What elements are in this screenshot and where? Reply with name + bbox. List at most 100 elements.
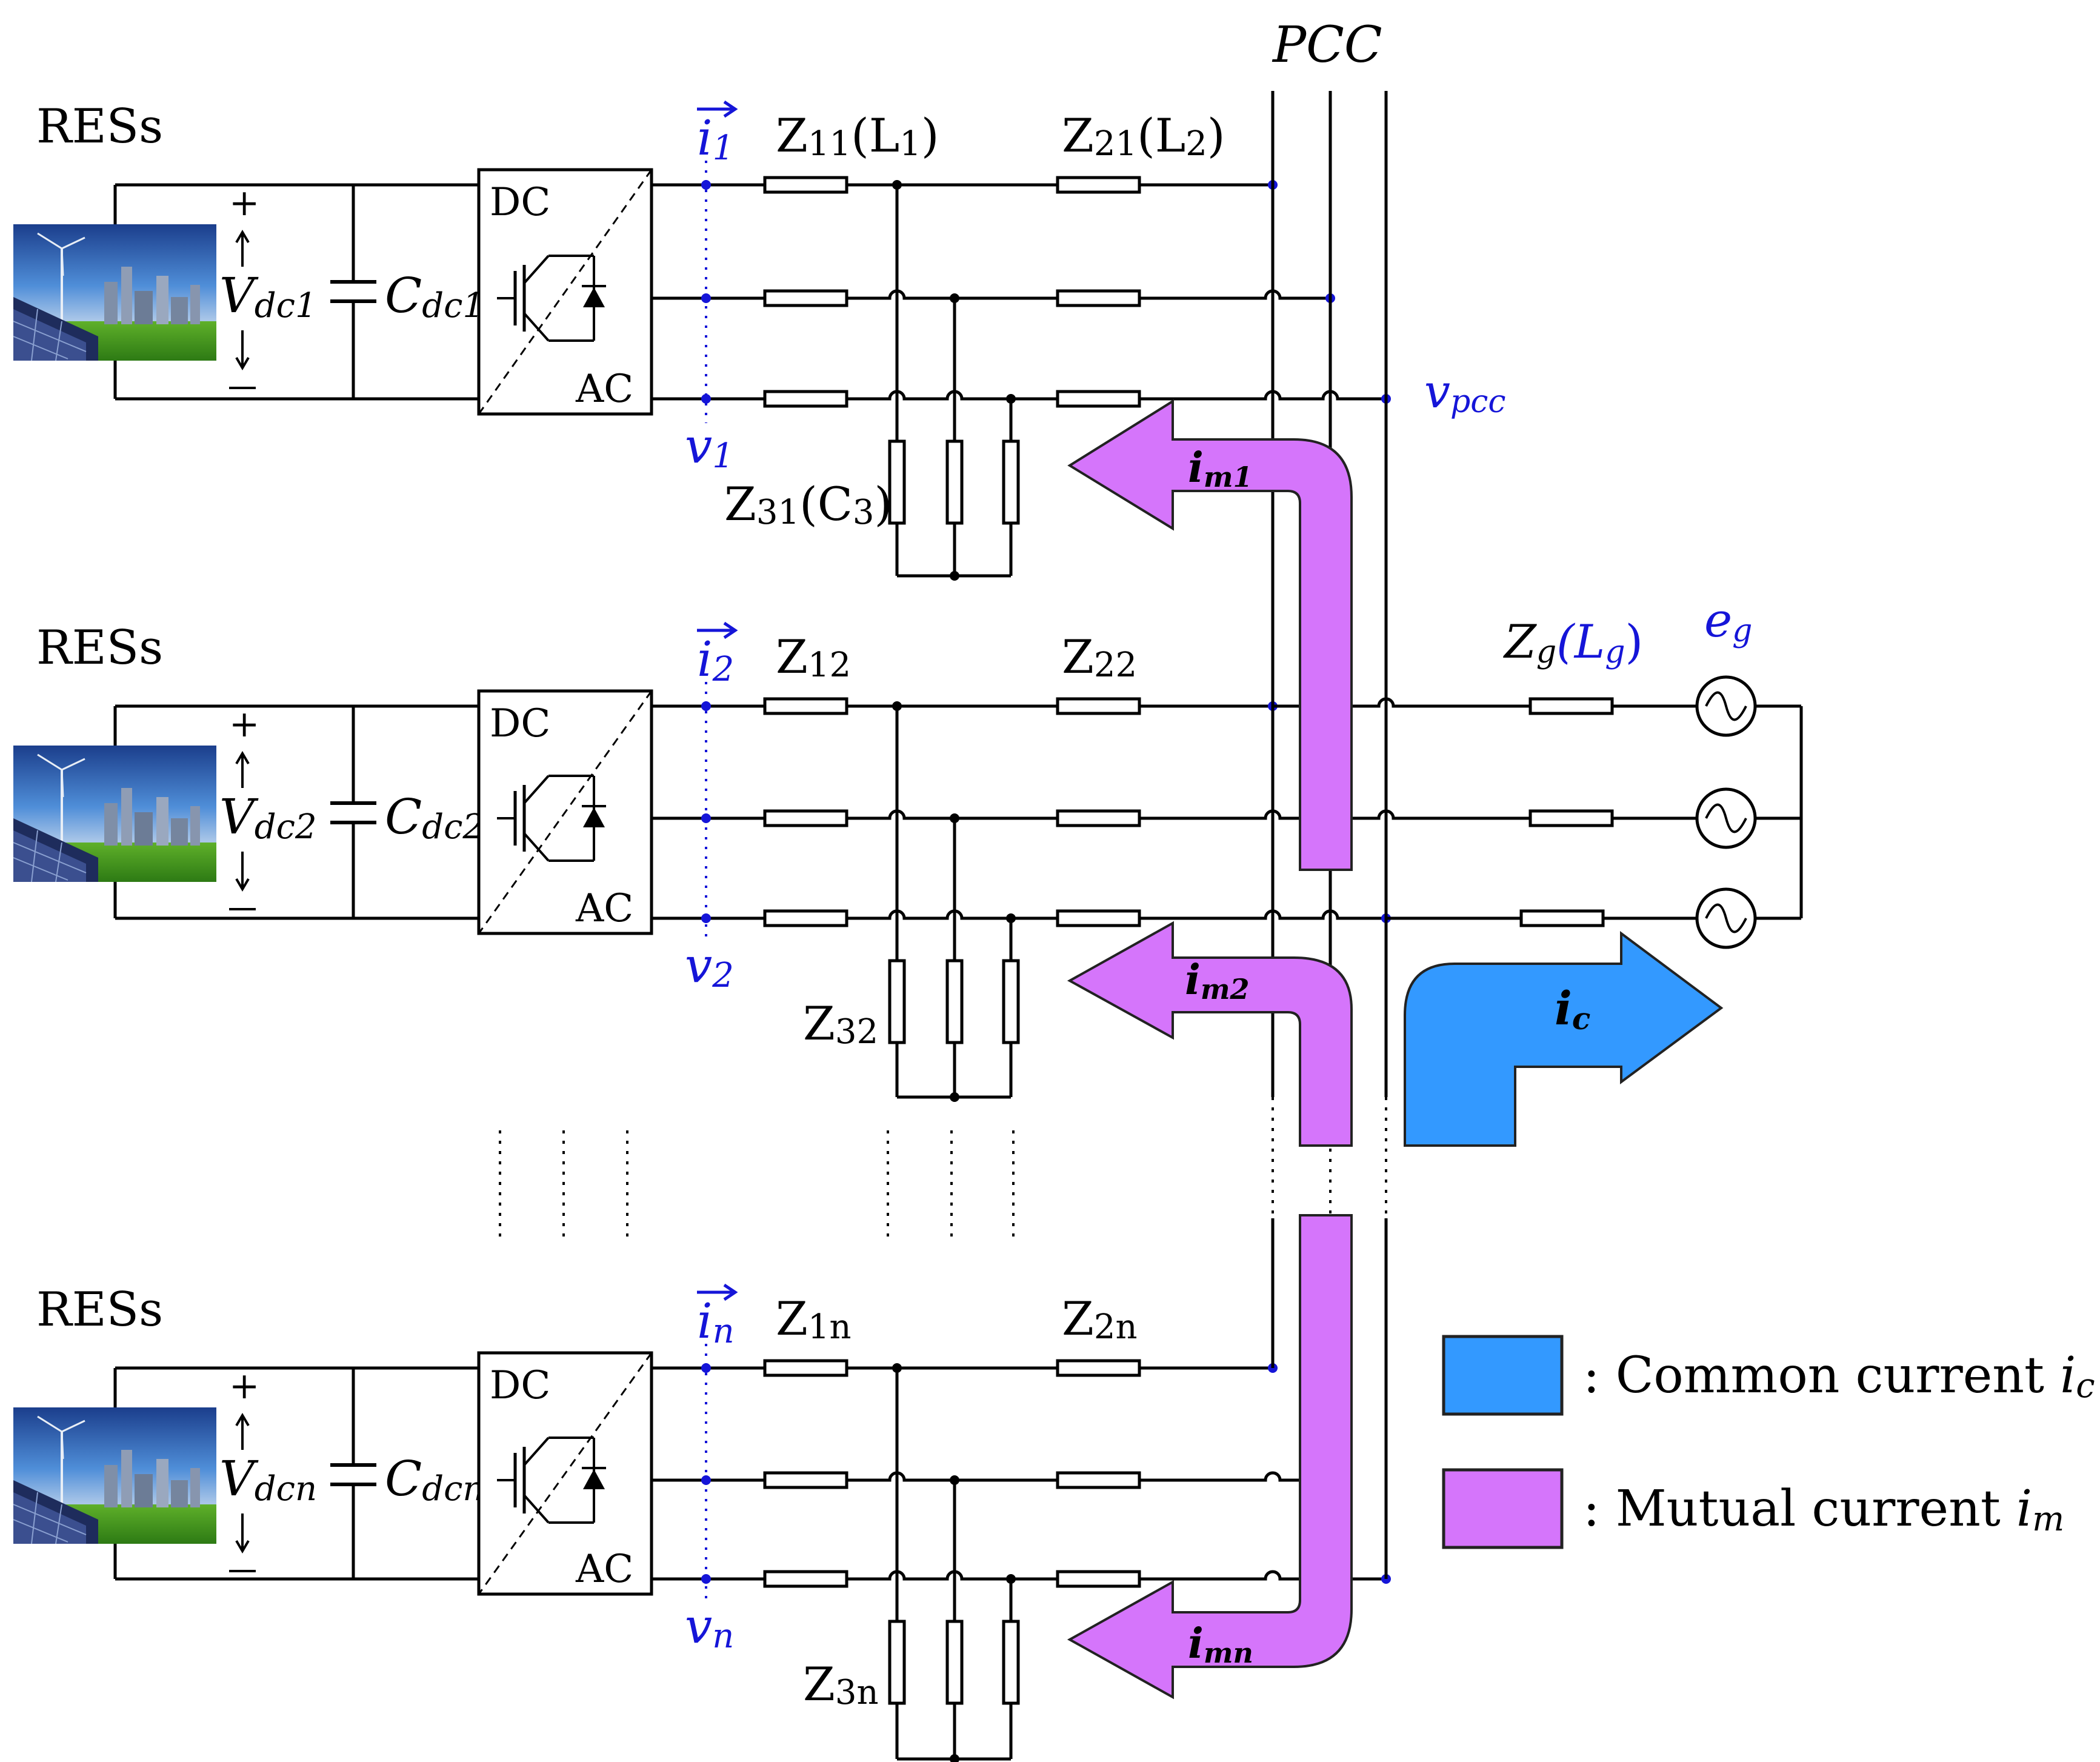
res-label-part: RESs (36, 99, 163, 154)
measure-node (701, 1363, 711, 1373)
z3-impedance (888, 439, 906, 525)
plus-sign: + (229, 1365, 259, 1407)
z2-impedance (1056, 1359, 1141, 1377)
arrowhead (723, 100, 738, 118)
z2-label-part: 2 (1185, 124, 1207, 164)
cdc-label: Cdc1 (385, 267, 484, 325)
zg-impedance (1519, 909, 1605, 927)
z1-label-part: 11 (808, 124, 851, 164)
current-label-part: i (697, 110, 713, 166)
z1-label-part: Z (776, 108, 808, 162)
zg-label-part: (L (1556, 615, 1605, 669)
vdc-label-part: dc1 (255, 286, 317, 325)
voltage-label: v2 (685, 937, 734, 995)
plus-sign-part: + (229, 1365, 259, 1407)
z2-label-part: Z (1062, 108, 1094, 162)
diode-icon (583, 287, 605, 307)
z3-label-part: ) (875, 477, 893, 531)
z3-label: Z3n (803, 1657, 879, 1712)
z1-label-part: (L (851, 108, 899, 162)
pcc-label-part: PCC (1272, 16, 1382, 74)
z1-impedance (763, 1359, 848, 1377)
voltage-label-part: v (685, 1598, 712, 1654)
im1-label-part: m1 (1204, 461, 1253, 493)
mutual-current-arrow-2 (1067, 921, 1353, 1147)
igbt-collector (523, 1437, 550, 1466)
vdc-label-part: V (219, 1450, 259, 1507)
igbt-collector (523, 255, 550, 284)
z2-label-part: (L (1137, 108, 1185, 162)
cdc-label-part: C (385, 1450, 422, 1507)
z3-label-part: Z (803, 996, 835, 1050)
z2-impedance (1056, 390, 1141, 408)
z1-label-part: ) (921, 108, 939, 162)
vdc-label-part: dc2 (255, 807, 317, 847)
sine-glyph (1705, 903, 1747, 933)
sine-glyph (1705, 691, 1747, 721)
arrowhead (235, 878, 250, 892)
z2-impedance (1056, 289, 1141, 307)
z1-impedance (763, 809, 848, 827)
legend-label-2-part: i (2016, 1480, 2032, 1538)
vdc-label-part: dcn (255, 1469, 317, 1509)
res-label-part: RESs (36, 1283, 163, 1337)
z3-label-part: Z (803, 1657, 835, 1711)
z1-label: Z11(L1) (776, 108, 939, 164)
phase-line-3 (652, 1570, 1386, 1581)
z1-impedance (763, 176, 848, 194)
z3-impedance (1002, 959, 1020, 1044)
mutual-current-arrow-n (1067, 1214, 1353, 1700)
im2-label-part: m2 (1201, 973, 1250, 1006)
phase-line-3 (652, 390, 1386, 401)
cdc-label: Cdc2 (385, 789, 484, 847)
z1-impedance (763, 390, 848, 408)
z3-impedance (888, 1620, 906, 1705)
cdc-label: Cdcn (385, 1450, 485, 1509)
ic-label-part: i (1555, 981, 1572, 1035)
z3-impedance (1002, 439, 1020, 525)
ac-label: AC (575, 886, 633, 931)
res-label: RESs (36, 1283, 163, 1337)
arrowhead (235, 1413, 250, 1427)
vpcc-label-part: pcc (1450, 384, 1506, 420)
ic-label-part: c (1572, 1001, 1590, 1036)
pcc-label: PCC (1272, 16, 1382, 74)
grid-line-2 (1330, 809, 1697, 820)
z3-label-part: 3 (853, 493, 875, 532)
arrowhead (723, 621, 738, 639)
solar-wind-city-image (12, 223, 218, 362)
cdc-label-part: C (385, 789, 422, 845)
z1-impedance (763, 289, 848, 307)
im1-label: im1 (1188, 444, 1253, 493)
zg-label-part: ) (1625, 615, 1644, 669)
current-label: i2 (697, 631, 734, 689)
ac-label-part: AC (575, 1547, 633, 1592)
z1-impedance (763, 1471, 848, 1489)
zg-label-part: Z (1503, 615, 1537, 669)
star-node (950, 1092, 959, 1102)
current-label-part: i (697, 631, 713, 687)
z2-label-part: Z (1062, 1292, 1094, 1346)
z2-label-part: 22 (1094, 646, 1137, 685)
legend-label-2-part: : Mutual current (1583, 1480, 2016, 1538)
legend-label-1-part: i (2060, 1347, 2076, 1404)
star-node (950, 1754, 959, 1762)
z2-impedance (1056, 809, 1141, 827)
res-photo-icon (12, 223, 218, 362)
vdc-label: Vdc2 (219, 789, 317, 847)
igbt-emitter (523, 312, 550, 342)
plus-sign: + (229, 182, 259, 224)
zg-impedance (1528, 809, 1614, 827)
z1-impedance (763, 909, 848, 927)
z1-label-part: Z (776, 630, 808, 684)
dc-label: DC (490, 701, 550, 746)
current-label-part: 1 (713, 128, 735, 168)
converter-diagonal (478, 1352, 653, 1595)
z3-impedance (888, 959, 906, 1044)
z3-impedance (945, 439, 964, 525)
ic-label: ic (1555, 981, 1590, 1036)
